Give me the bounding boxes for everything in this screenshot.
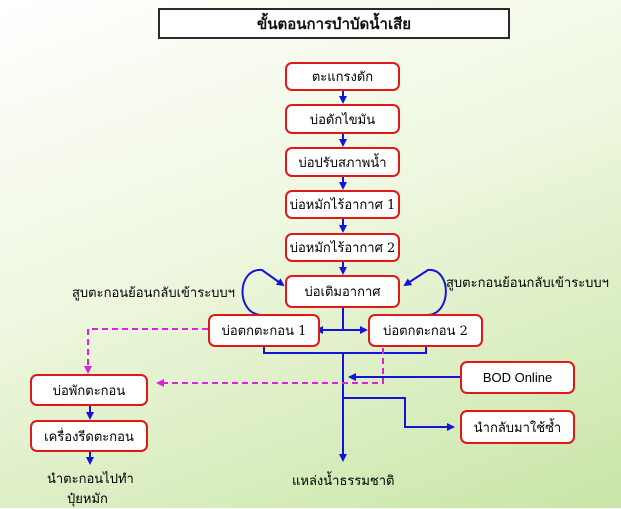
bod-online-box: BOD Online (460, 361, 575, 394)
return-sludge-label-right: สูบตะกอนย้อนกลับเข้าระบบฯ (446, 276, 609, 291)
sedimentation-tank-2: บ่อตกตะกอน 2 (368, 314, 483, 347)
diagram-title: ขั้นตอนการบำบัดน้ำเสีย (158, 8, 510, 39)
compost-output-line2: ปุ๋ยหมัก (67, 492, 108, 507)
step-anaerobic-tank-2: บ่อหมักไร้อากาศ 2 (285, 233, 400, 262)
step-grease-trap: บ่อดักไขมัน (285, 104, 400, 134)
sludge-holding-tank: บ่อพักตะกอน (30, 374, 148, 406)
sludge-press: เครื่องรีดตะกอน (30, 420, 148, 452)
step-equalization-tank: บ่อปรับสภาพน้ำ (285, 147, 400, 177)
compost-output-line1: นำตะกอนไปทำ (47, 472, 134, 487)
natural-water-source: แหล่งน้ำธรรมชาติ (292, 474, 395, 489)
sedimentation-tank-1: บ่อตกตะกอน 1 (208, 314, 320, 347)
step-aeration-tank: บ่อเติมอากาศ (285, 275, 400, 308)
reuse-box: นำกลับมาใช้ซ้ำ (460, 410, 575, 444)
step-anaerobic-tank-1: บ่อหมักไร้อากาศ 1 (285, 190, 400, 219)
step-screen: ตะแกรงดัก (285, 62, 400, 91)
return-sludge-label-left: สูบตะกอนย้อนกลับเข้าระบบฯ (72, 286, 235, 301)
